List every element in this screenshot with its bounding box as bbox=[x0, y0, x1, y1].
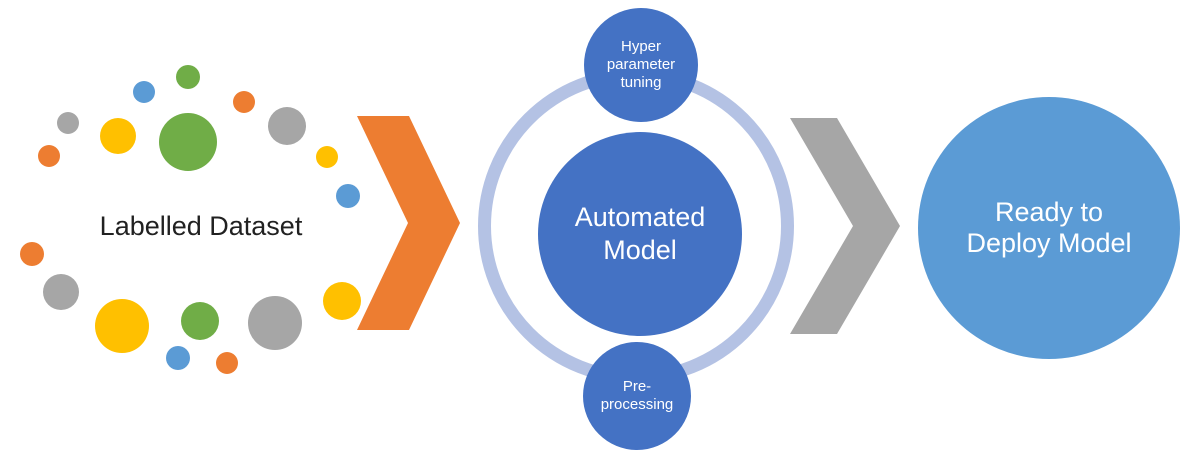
preprocessing-label: Pre- processing bbox=[600, 378, 674, 413]
dataset-dot bbox=[43, 274, 79, 310]
hyperparameter-tuning-circle: Hyper parameter tuning bbox=[584, 8, 698, 122]
dataset-dot bbox=[248, 296, 302, 350]
automated-model-label: Automated Model bbox=[574, 202, 706, 265]
dataset-dot bbox=[268, 107, 306, 145]
dataset-dot bbox=[216, 352, 238, 374]
preprocessing-circle: Pre- processing bbox=[583, 342, 691, 450]
ready-to-deploy-circle: Ready to Deploy Model bbox=[918, 97, 1180, 359]
ready-to-deploy-label: Ready to Deploy Model bbox=[966, 197, 1132, 258]
arrow-dataset-to-model-icon bbox=[357, 116, 460, 330]
hyperparameter-tuning-label: Hyper parameter tuning bbox=[606, 38, 676, 91]
dataset-dot bbox=[181, 302, 219, 340]
dataset-dot bbox=[20, 242, 44, 266]
dataset-dot bbox=[133, 81, 155, 103]
dataset-dot bbox=[176, 65, 200, 89]
labelled-dataset-label: Labelled Dataset bbox=[99, 211, 303, 241]
dataset-dot bbox=[316, 146, 338, 168]
dataset-dot bbox=[233, 91, 255, 113]
dataset-dot bbox=[166, 346, 190, 370]
dataset-dot bbox=[336, 184, 360, 208]
dataset-dot bbox=[95, 299, 149, 353]
arrow-model-to-deploy-icon bbox=[790, 118, 900, 334]
dataset-dot bbox=[323, 282, 361, 320]
automated-model-circle: Automated Model bbox=[538, 132, 742, 336]
dataset-dot bbox=[38, 145, 60, 167]
dataset-dot bbox=[57, 112, 79, 134]
dataset-dot bbox=[100, 118, 136, 154]
dataset-dot bbox=[159, 113, 217, 171]
